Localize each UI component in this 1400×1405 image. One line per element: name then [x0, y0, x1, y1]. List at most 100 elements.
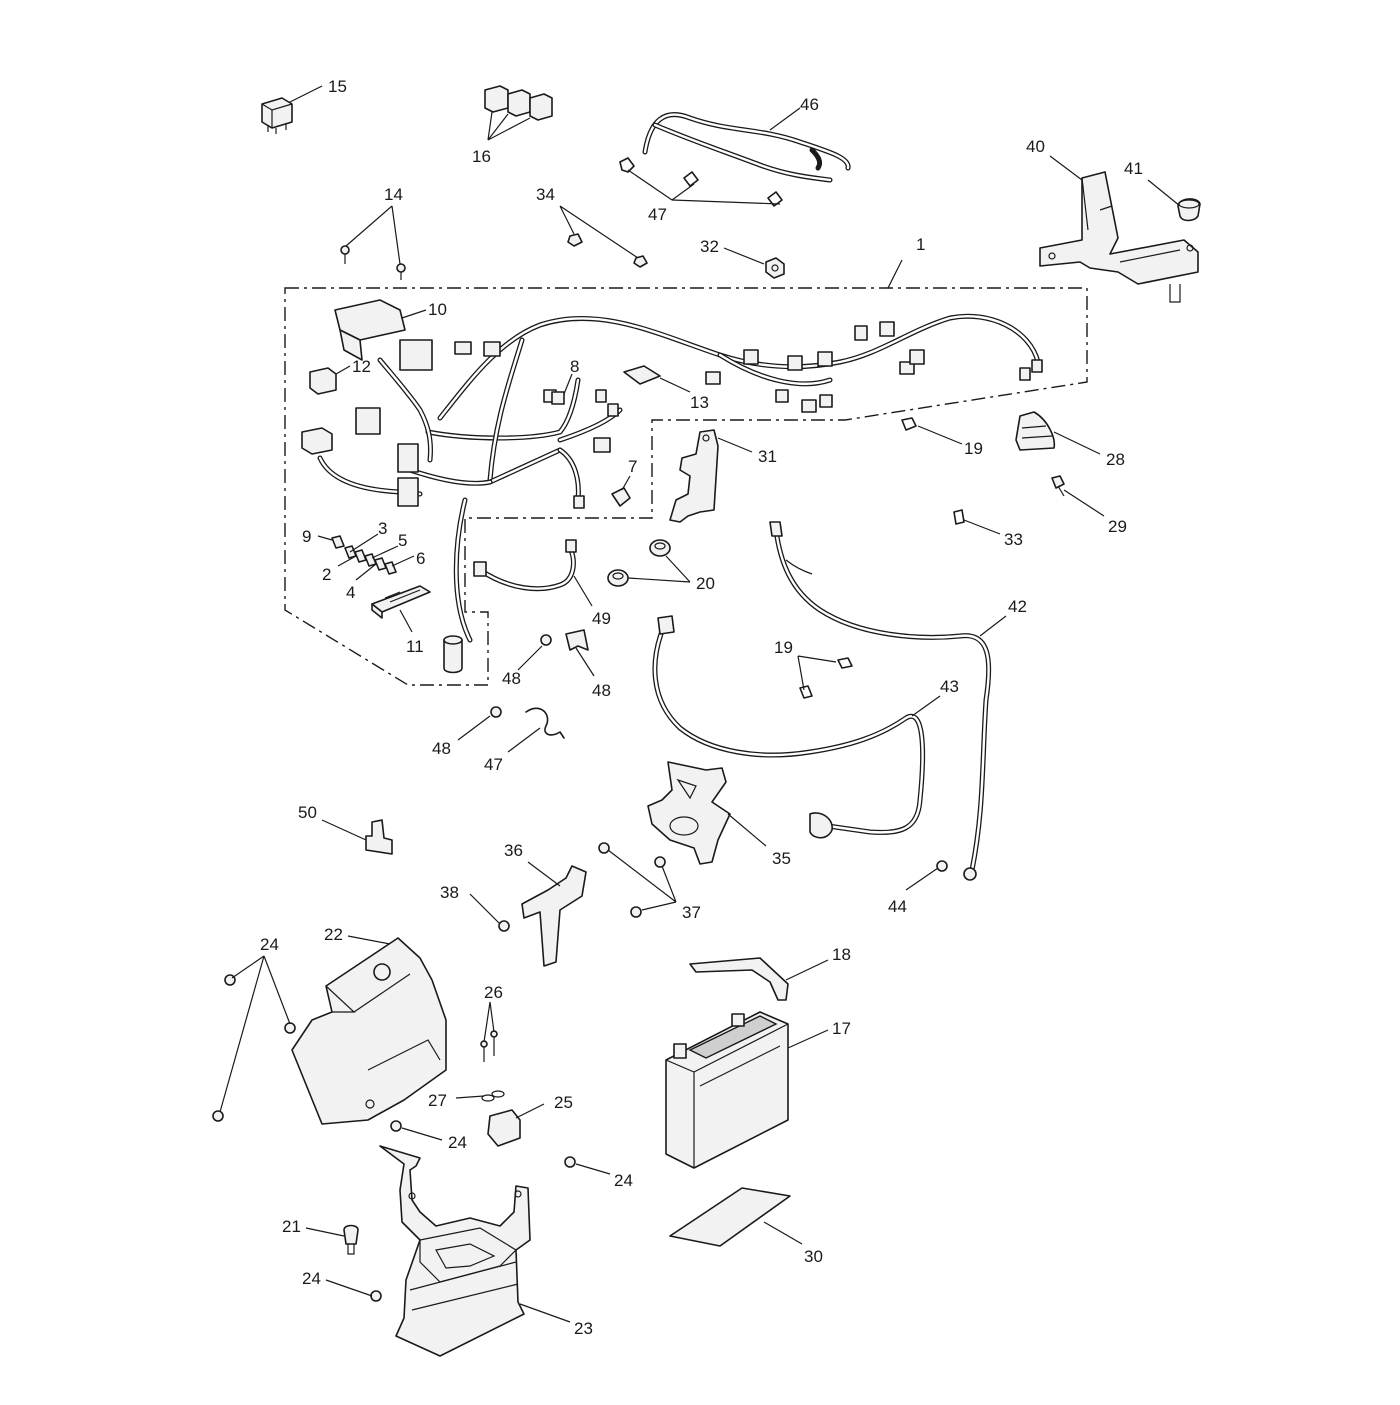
- part-49-sub-harness: [473, 539, 577, 592]
- callout-49: 49: [592, 609, 611, 628]
- part-48-screw-upper: [540, 634, 552, 646]
- harness-assembly-frame: [284, 287, 1088, 686]
- callout-21: 21: [282, 1217, 301, 1236]
- callout-14: 14: [384, 185, 403, 204]
- callout-22: 22: [324, 925, 343, 944]
- part-40-grommet: [1177, 198, 1201, 222]
- callout-24-middle: 24: [448, 1133, 467, 1152]
- part-12-relay: [309, 367, 337, 395]
- callout-4: 4: [346, 583, 355, 602]
- callout-33: 33: [1004, 530, 1023, 549]
- callout-25: 25: [554, 1093, 573, 1112]
- part-26-bolts: [480, 1030, 498, 1062]
- callout-32: 32: [700, 237, 719, 256]
- callout-24-top: 24: [260, 935, 279, 954]
- callout-31: 31: [758, 447, 777, 466]
- callout-29: 29: [1108, 517, 1127, 536]
- callout-16: 16: [472, 147, 491, 166]
- callout-5: 5: [398, 531, 407, 550]
- callout-15: 15: [328, 77, 347, 96]
- callout-27: 27: [428, 1091, 447, 1110]
- callout-35: 35: [772, 849, 791, 868]
- callout-20: 20: [696, 574, 715, 593]
- part-16-relay-set: [484, 85, 553, 121]
- callout-41: 42: [1008, 597, 1027, 616]
- callout-36: 36: [504, 841, 523, 860]
- part-32-nut: [765, 257, 785, 279]
- part-50-bracket: [365, 819, 393, 855]
- callout-37: 37: [682, 903, 701, 922]
- part-18-strap: [689, 957, 789, 1001]
- harness-capacitor: [443, 635, 463, 674]
- part-35-bracket: [647, 761, 731, 865]
- callout-19-upper: 19: [964, 439, 983, 458]
- callout-labels: 15 16 46 47 14 34 32 40 41 1 10 12 8 13 …: [260, 77, 1143, 1338]
- part-23-battery-tray: [379, 1145, 531, 1357]
- part-34-nuts: [567, 233, 648, 268]
- callout-18: 18: [832, 945, 851, 964]
- part-41-battery-cable: [769, 521, 992, 881]
- part-44-hose: [642, 112, 851, 183]
- part-25-relay: [487, 1109, 521, 1147]
- part-14-screws: [340, 245, 406, 280]
- callout-13: 13: [690, 393, 709, 412]
- part-38-screw: [498, 920, 510, 932]
- callout-10: 10: [428, 300, 447, 319]
- part-21-bolt: [343, 1224, 359, 1255]
- callout-9: 9: [302, 527, 311, 546]
- callout-40: 41: [1124, 159, 1143, 178]
- callout-12: 12: [352, 357, 371, 376]
- part-13-clip: [623, 365, 661, 385]
- part-1-main-harness: [317, 313, 1043, 643]
- part-27-washers: [481, 1090, 505, 1102]
- callout-39: 40: [1026, 137, 1045, 156]
- part-10-fuse-box: [334, 299, 433, 371]
- part-42-battery-cable: [652, 615, 926, 839]
- part-7-clip: [611, 487, 631, 507]
- part-24-screws: [212, 974, 576, 1302]
- callout-17: 17: [832, 1019, 851, 1038]
- callout-47: 48: [592, 681, 611, 700]
- part-22-cover: [291, 937, 447, 1125]
- part-33-clip: [953, 509, 965, 525]
- callout-44: 46: [800, 95, 819, 114]
- callout-50: 50: [298, 803, 317, 822]
- part-37-nuts: [598, 842, 666, 918]
- part-47-bracket: [565, 629, 589, 651]
- callout-26: 26: [484, 983, 503, 1002]
- part-36-bracket: [521, 865, 587, 967]
- callout-48-lower: 48: [432, 739, 451, 758]
- callout-43: 44: [888, 897, 907, 916]
- part-11-fuse-holder: [371, 585, 431, 619]
- callout-46: 47: [484, 755, 503, 774]
- callout-24-right: 24: [614, 1171, 633, 1190]
- part-46-cable-tie: [525, 707, 565, 739]
- callout-19-lower: 19: [774, 638, 793, 657]
- leader-lines: [219, 85, 1181, 1323]
- callout-11: 11: [406, 637, 424, 656]
- callout-23: 23: [574, 1319, 593, 1338]
- part-19-clips-lower: [799, 657, 853, 699]
- part-17-battery: [665, 1011, 789, 1169]
- part-20-grommets: [607, 539, 671, 587]
- part-8-connector: [551, 391, 565, 405]
- callout-48-upper: 48: [502, 669, 521, 688]
- part-31-bracket: [669, 429, 719, 523]
- callout-1: 1: [916, 235, 925, 254]
- callout-7: 7: [628, 457, 637, 476]
- callout-30: 30: [804, 1247, 823, 1266]
- callout-38: 38: [440, 883, 459, 902]
- callout-34: 34: [536, 185, 555, 204]
- callout-24-bottom: 24: [302, 1269, 321, 1288]
- callout-8: 8: [570, 357, 579, 376]
- callout-6: 6: [416, 549, 425, 568]
- part-39-bracket: [1039, 171, 1199, 303]
- part-43-bolt: [936, 860, 948, 872]
- part-15-relay: [261, 97, 293, 134]
- callout-3: 3: [378, 519, 387, 538]
- part-48-screw-lower: [490, 706, 502, 718]
- callout-28: 28: [1106, 450, 1125, 469]
- part-28-horn: [1015, 411, 1056, 451]
